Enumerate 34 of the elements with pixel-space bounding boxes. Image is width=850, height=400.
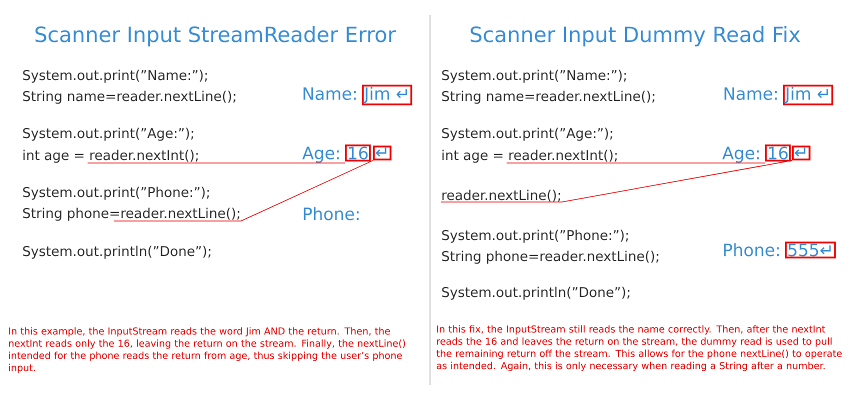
code-line: String name=reader.nextLine(); — [442, 90, 654, 104]
field-label: Age: — [722, 146, 759, 163]
leader-line — [506, 162, 766, 164]
code-line: System.out.println(”Done”); — [23, 246, 210, 259]
field-label: Name: — [304, 87, 356, 100]
panel-title: Scanner Input Dummy Read Fix — [470, 26, 800, 46]
field-label: Phone: — [304, 207, 359, 220]
code-line: System.out.print(”Name:”); — [442, 70, 626, 83]
field-label: Name: — [724, 87, 777, 100]
input-box: 555↵ — [785, 242, 836, 258]
code-line: System.out.print(”Age:”); — [23, 128, 194, 141]
leader-line — [87, 162, 346, 164]
code-line: int age = reader.nextInt(); — [442, 150, 617, 163]
code-line: System.out.print(”Age:”); — [442, 128, 612, 141]
leader-line — [114, 160, 374, 222]
note-text: In this fix, the InputStream still reads the name correctly. Then, after the nextInt reads the 16 and leaves the return on the stream, the dummy read is used to pull the remaining return off the stream. This allows for the phone nextLine() to operate as intended. Again, this is only necessary when reading a String after a number. — [436, 325, 842, 372]
code-line: int age = reader.nextInt(); — [23, 150, 198, 163]
leader-line — [440, 160, 792, 202]
input-box: 16 — [765, 144, 791, 162]
input-box: ↵ — [792, 146, 810, 160]
code-line: System.out.println(”Done”); — [442, 286, 630, 300]
code-line: System.out.print(”Phone:”); — [442, 230, 628, 243]
code-line: String phone=reader.nextLine(); — [442, 250, 658, 264]
code-line: System.out.print(”Name:”); — [23, 70, 207, 83]
note-text: In this example, the InputStream reads the word Jim AND the return. Then, the nextInt reads only the 16, leaving the return on the stream. Finally, the nextLine() intended for the phone reads the return from age, thus skipping the user’s phone input. — [9, 327, 406, 374]
code-line: String name=reader.nextLine(); — [23, 90, 236, 104]
field-label: Phone: — [724, 243, 779, 256]
code-line: System.out.print(”Phone:”); — [23, 186, 209, 200]
code-line: String phone=reader.nextLine(); — [23, 208, 240, 221]
input-box: 16 — [345, 144, 371, 162]
code-line: reader.nextLine(); — [442, 190, 560, 202]
field-label: Age: — [302, 146, 339, 163]
input-box: ↵ — [373, 146, 392, 160]
panel-title: Scanner Input StreamReader Error — [35, 26, 396, 46]
